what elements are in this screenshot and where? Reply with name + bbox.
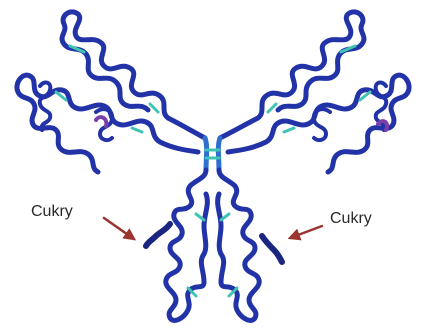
sugar-label-left: Cukry [31,203,73,221]
sugar-chain-right [262,236,282,262]
right-heavy-chain-upper [220,12,364,138]
left-heavy-chain-loops [96,109,112,140]
left-heavy-chain-upper [62,12,205,138]
purple-accent-left [96,117,106,126]
hinge-right [218,138,220,170]
left-light-chain-loops [40,83,51,130]
sugar-chain-left [146,224,170,246]
arrow-right [290,226,322,238]
arrow-left [104,218,134,239]
hinge-left [205,138,207,170]
sugar-label-right: Cukry [330,210,372,228]
disulfide-bonds [56,46,370,296]
fc-right-chain [218,170,260,320]
fc-left-chain [166,170,208,320]
right-heavy-chain-loops [314,109,330,140]
